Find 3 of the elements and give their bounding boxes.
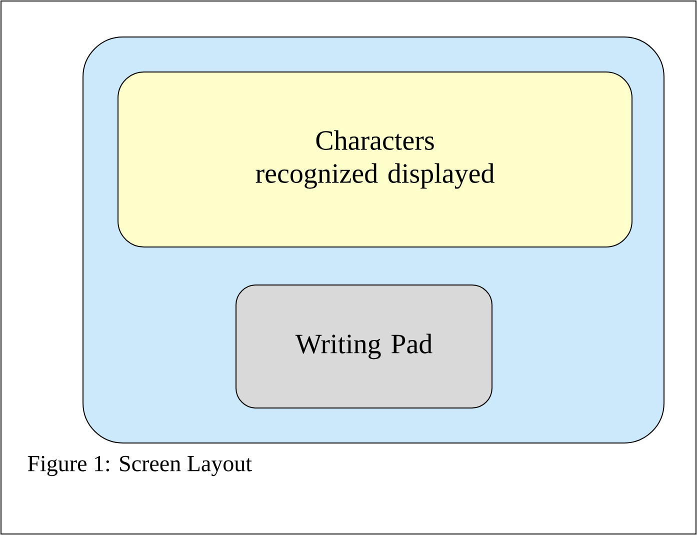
display-box: Characters recognized displayed bbox=[118, 72, 632, 248]
figure-caption: Figure 1: Screen Layout bbox=[28, 456, 252, 476]
writing-pad-box: Writing Pad bbox=[236, 284, 492, 408]
